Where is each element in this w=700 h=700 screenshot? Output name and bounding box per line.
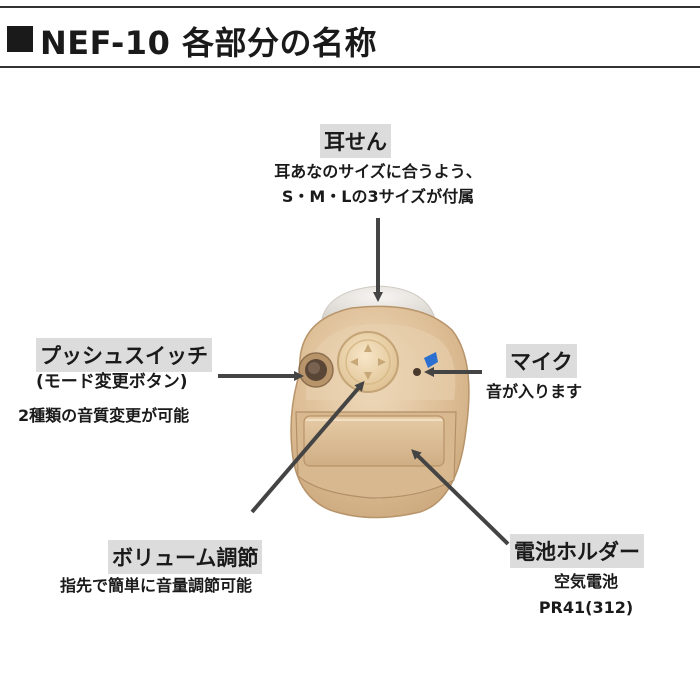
push-switch-sub-label: (モード変更ボタン) [36,370,188,394]
mic-desc: 音が入ります [486,380,582,404]
volume-label: ボリューム調節 [108,540,262,574]
push-switch-shape [299,353,333,387]
battery-holder-label: 電池ホルダー [510,534,644,568]
battery-holder-desc-line1: 空気電池 [510,570,662,594]
battery-holder-desc-line2: PR41(312) [510,596,662,620]
push-switch-desc: 2種類の音質変更が可能 [18,404,189,428]
mic-label: マイク [506,344,577,378]
ear-tip-desc-line1: 耳あなのサイズに合うよう、 [232,160,524,184]
volume-desc: 指先で簡単に音量調節可能 [60,574,252,598]
push-switch-label: プッシュスイッチ [36,338,212,372]
battery-holder-shape [296,412,456,498]
volume-wheel-shape [338,332,398,392]
ear-tip-label: 耳せん [320,124,391,158]
ear-tip-desc-line2: S・M・Lの3サイズが付属 [232,185,524,209]
